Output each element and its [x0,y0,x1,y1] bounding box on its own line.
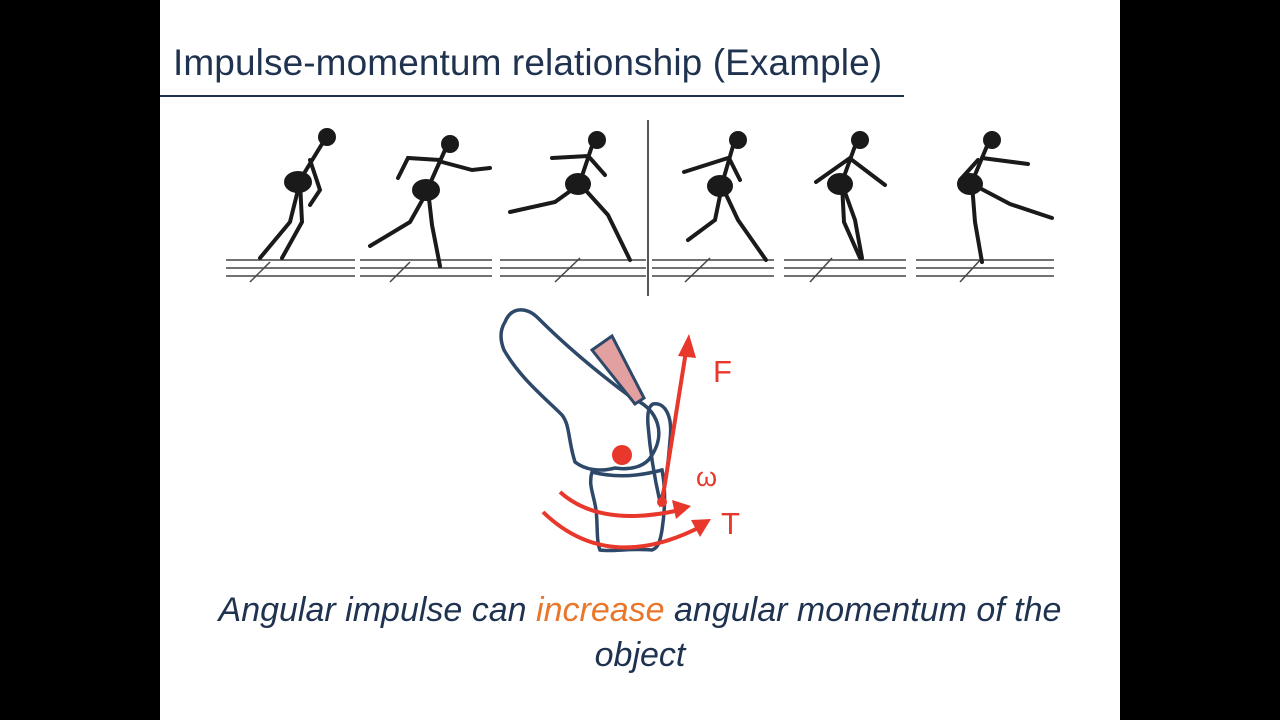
torque-label: T [721,506,740,541]
patella-bone [646,402,673,508]
skeleton-figure-2 [368,135,492,268]
ground-lines [226,257,1054,283]
force-arrowhead [678,334,696,358]
slide: Impulse-momentum relationship (Example) [160,0,1120,720]
torque-arrowhead [691,519,711,537]
caption-text-start: Angular impulse can [218,591,537,629]
skeleton-figure-4 [682,131,768,262]
skeleton-figure-3 [508,131,632,262]
caption: Angular impulse can increase angular mom… [200,588,1080,678]
title-underline [160,95,904,97]
joint-center-point [612,445,632,465]
caption-text-end: angular momentum of the object [594,591,1062,674]
force-label: F [713,354,732,389]
skeleton-figure-1 [258,128,336,260]
tibia-bone [588,467,667,553]
angular-velocity-arrowhead [672,500,691,519]
knee-joint-diagram [499,308,711,553]
torque-arc [541,510,703,550]
angular-velocity-label: ω [696,462,718,492]
angular-velocity-arc [558,490,681,518]
force-application-point [657,497,667,507]
quadriceps-muscle [589,333,646,407]
caption-highlight-word: increase [536,591,665,629]
kicking-sequence-image [226,120,1054,296]
slide-artwork [226,120,1054,553]
skeleton-figure-5 [814,131,887,260]
tendon-force-line [660,344,689,503]
skeleton-figure-6 [957,131,1054,264]
slide-title: Impulse-momentum relationship (Example) [173,42,883,83]
femur-bone [499,308,661,472]
